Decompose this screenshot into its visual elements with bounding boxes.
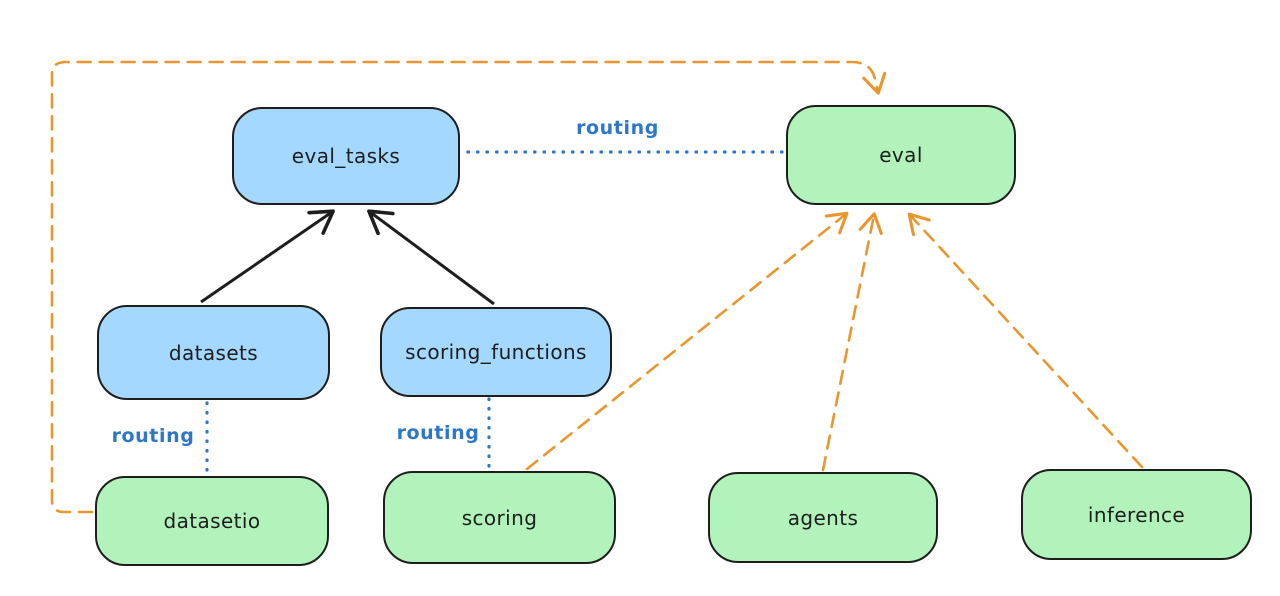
edge-label-routing-top: routing <box>576 117 659 139</box>
edge-scoring-to-eval <box>525 211 849 471</box>
node-scoring_functions: scoring_functions <box>380 307 612 397</box>
node-eval_tasks: eval_tasks <box>232 107 460 205</box>
edge-datasetio-to-eval-loop <box>50 60 887 514</box>
node-agents: agents <box>708 472 938 563</box>
node-scoring: scoring <box>383 471 616 564</box>
edge-scoring_functions-to-eval_tasks <box>367 209 495 306</box>
node-inference: inference <box>1021 469 1252 560</box>
edge-label-routing-datasets: routing <box>111 425 195 447</box>
node-datasets: datasets <box>97 305 330 400</box>
edge-datasets-to-eval_tasks <box>200 209 335 304</box>
edge-inference-to-eval <box>907 212 1144 469</box>
edge-label-routing-scoring: routing <box>396 422 480 444</box>
node-eval: eval <box>786 105 1016 205</box>
edge-agents-to-eval <box>821 212 883 472</box>
node-datasetio: datasetio <box>95 476 329 566</box>
